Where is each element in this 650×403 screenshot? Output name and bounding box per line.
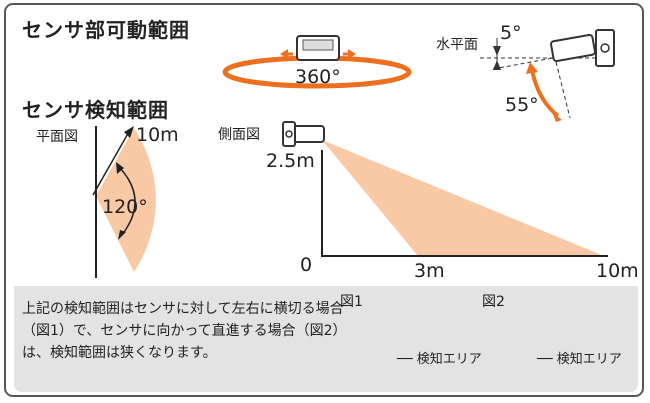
plan-detection-area	[96, 128, 156, 272]
rotation-angle-label: 360°	[295, 66, 341, 88]
section-title-detection-range: センサ検知範囲	[22, 98, 169, 122]
fig1-label: 図1	[340, 294, 363, 310]
plan-distance-label: 10m	[136, 124, 179, 146]
mount-bracket-icon	[595, 29, 615, 67]
side-view	[282, 121, 608, 257]
distance-line	[92, 129, 131, 196]
fig2-label: 図2	[482, 294, 505, 310]
tilt-up-angle: 5°	[500, 22, 522, 44]
plan-view-label: 平面図	[36, 129, 78, 145]
side-origin-label: 0	[300, 254, 313, 276]
horizontal-plane-label: 水平面	[436, 37, 478, 53]
outer-frame	[4, 3, 644, 397]
tilted-sensor-icon	[550, 33, 596, 63]
side-view-label: 側面図	[218, 127, 260, 143]
side-near-label: 3m	[414, 260, 445, 282]
plan-view	[92, 126, 156, 278]
tilt-arrow	[530, 69, 560, 118]
rotation-illustration	[222, 35, 412, 89]
side-detection-area	[322, 140, 604, 256]
tilt-down-angle: 55°	[505, 94, 539, 116]
note-box	[14, 286, 638, 392]
section-title-movable-range: センサ部可動範囲	[22, 18, 190, 42]
fig1-area-label: ── 検知エリア	[397, 352, 482, 367]
fig2-area-label: ── 検知エリア	[537, 352, 622, 367]
side-height-label: 2.5m	[266, 150, 315, 172]
angle-arc	[118, 166, 136, 237]
side-far-label: 10m	[596, 260, 639, 282]
tilt-illustration	[480, 29, 615, 122]
note-text: 上記の検知範囲はセンサに対して左右に横切る場合（図1）で、センサに向かって直進す…	[22, 301, 347, 361]
plan-angle-label: 120°	[102, 196, 148, 218]
